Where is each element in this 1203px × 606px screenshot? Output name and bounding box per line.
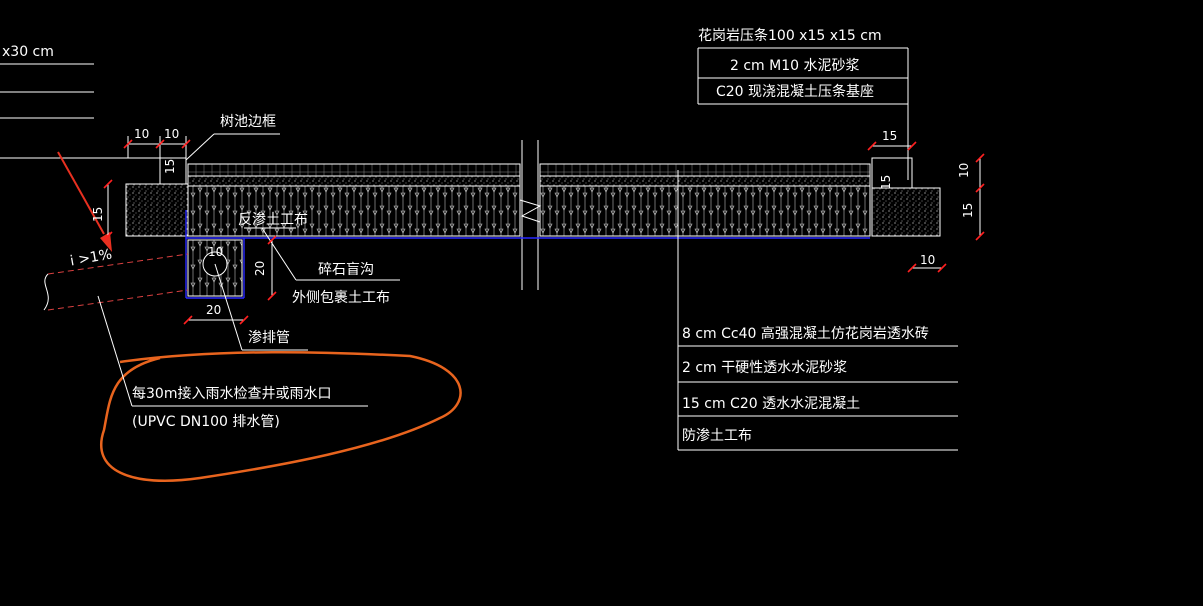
dimension-lines <box>107 136 981 321</box>
left-leaders <box>97 133 400 407</box>
slope-pipe-dashed <box>47 253 189 311</box>
dim-10-right-v: 10 <box>957 162 971 178</box>
dim-10a: 10 <box>134 127 150 141</box>
dim-10-right-bottom: 10 <box>920 253 936 267</box>
geotextile-blue <box>185 210 870 299</box>
annotation-arrow <box>57 151 112 252</box>
pipe-break-curve <box>43 273 49 311</box>
top-left-leader <box>0 63 160 159</box>
bottom-right-stack-item: 2 cm 干硬性透水水泥砂浆 <box>682 360 848 376</box>
paving-section-left <box>187 163 521 237</box>
right-curb <box>871 157 941 237</box>
gravel-trench <box>187 239 243 297</box>
bottom-right-stack-item: 15 cm C20 透水水泥混凝土 <box>682 396 861 412</box>
dim-15-left-h: 15 <box>163 158 177 174</box>
bottom-right-stack-item: 防渗土工布 <box>682 428 752 444</box>
top-right-stack-item: 2 cm M10 水泥砂浆 <box>730 58 860 74</box>
gravel-drain-label: 碎石盲沟 <box>318 262 374 278</box>
note-line-2: (UPVC DN100 排水管) <box>132 414 280 430</box>
note-line-1: 每30m接入雨水检查井或雨水口 <box>132 386 332 402</box>
anti-seep-cloth-label: 反渗土工布 <box>238 212 308 228</box>
dim-10-pipe: 10 <box>208 245 224 259</box>
left-curb <box>125 157 189 237</box>
bottom-right-stack-item: 8 cm Cc40 高强混凝土仿花岗岩透水砖 <box>682 326 929 342</box>
paving-section-right <box>539 163 871 237</box>
annotation-loop <box>100 350 462 482</box>
bottom-right-stack-lines <box>677 170 958 451</box>
top-right-stack-item: 花岗岩压条100 x15 x15 cm <box>698 28 882 44</box>
dimension-ticks <box>103 139 985 325</box>
dim-10b: 10 <box>164 127 180 141</box>
dim-15-left-v: 15 <box>91 206 105 222</box>
wrapped-cloth-label: 外侧包裹土工布 <box>292 290 390 306</box>
top-right-stack-item: C20 现浇混凝土压条基座 <box>716 84 875 100</box>
top-left-partial-label: x30 cm <box>2 44 54 60</box>
dim-20-pipe-h: 20 <box>206 303 222 317</box>
dim-15-right-v: 15 <box>879 174 893 190</box>
drain-pipe-label: 渗排管 <box>248 330 290 346</box>
break-line <box>519 140 542 290</box>
dim-15-right-far: 15 <box>961 202 975 218</box>
top-right-stack-lines <box>697 47 909 180</box>
dim-15-right-top: 15 <box>882 129 898 143</box>
dim-20-pipe-v: 20 <box>253 260 267 276</box>
tree-pit-frame-label: 树池边框 <box>220 114 276 130</box>
